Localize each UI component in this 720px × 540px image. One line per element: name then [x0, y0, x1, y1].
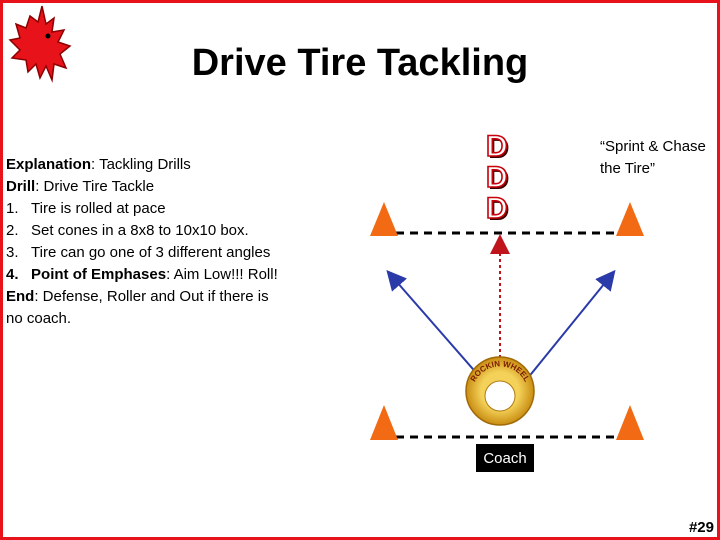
cone-top-right-icon — [616, 202, 644, 236]
defender-d-3: D — [486, 194, 508, 224]
page-number: #29 — [689, 519, 714, 536]
defender-d-1: D — [486, 132, 508, 162]
cone-bottom-left-icon — [370, 405, 398, 440]
coach-label: Coach — [476, 444, 534, 472]
tire-icon: ROCKIN WHEEL — [466, 357, 534, 425]
sprint-quote: “Sprint & Chase the Tire” — [600, 136, 710, 180]
cone-bottom-right-icon — [616, 405, 644, 440]
cone-top-left-icon — [370, 202, 398, 236]
defender-d-2: D — [486, 163, 508, 193]
